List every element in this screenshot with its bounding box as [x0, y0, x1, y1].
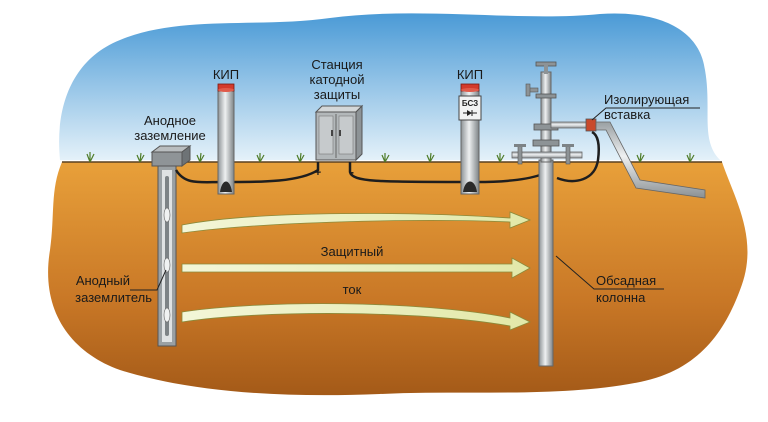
bsz-label: БСЗ: [462, 99, 478, 108]
insulating-label-line2: вставка: [604, 107, 651, 122]
protective-current-arrows: [181, 211, 532, 331]
station-label-line1: Станция: [311, 57, 362, 72]
kip-post-right: [458, 83, 482, 195]
grass-tufts: [86, 152, 695, 163]
anode-ground-label-line1: Анодное: [144, 113, 196, 128]
current-arrow-top: [181, 211, 532, 234]
insulating-insert-pipeline: [585, 118, 706, 199]
current-label-line1: Защитный: [321, 244, 384, 259]
anode-electrode-label-line1: Анодный: [76, 273, 130, 288]
casing-label-line1: Обсадная: [596, 273, 656, 288]
anode-electrode-label-line2: заземлитель: [75, 290, 152, 305]
station-label-line3: защиты: [314, 87, 360, 102]
anode-ground-label-line2: заземление: [134, 128, 206, 143]
current-arrow-bottom: [181, 303, 531, 331]
casing-label-line2: колонна: [596, 290, 646, 305]
plus-terminal-label: +: [315, 167, 321, 179]
insulating-label-line1: Изолирующая: [604, 92, 689, 107]
kip-left-label: КИП: [213, 67, 239, 82]
cables: [174, 130, 600, 184]
anode-electrode: [157, 165, 177, 347]
current-arrow-middle: [181, 257, 531, 279]
minus-terminal-label: -: [350, 165, 354, 179]
kip-right-label: КИП: [457, 67, 483, 82]
well-casing-column: [511, 61, 593, 367]
station-label-line2: катодной: [310, 72, 365, 87]
anode-ground-box: [150, 145, 192, 167]
leader-lines: [130, 107, 700, 291]
kip-post-left: [217, 83, 235, 195]
cathodic-station-cabinet: [314, 104, 364, 162]
current-label-line2: ток: [343, 282, 362, 297]
